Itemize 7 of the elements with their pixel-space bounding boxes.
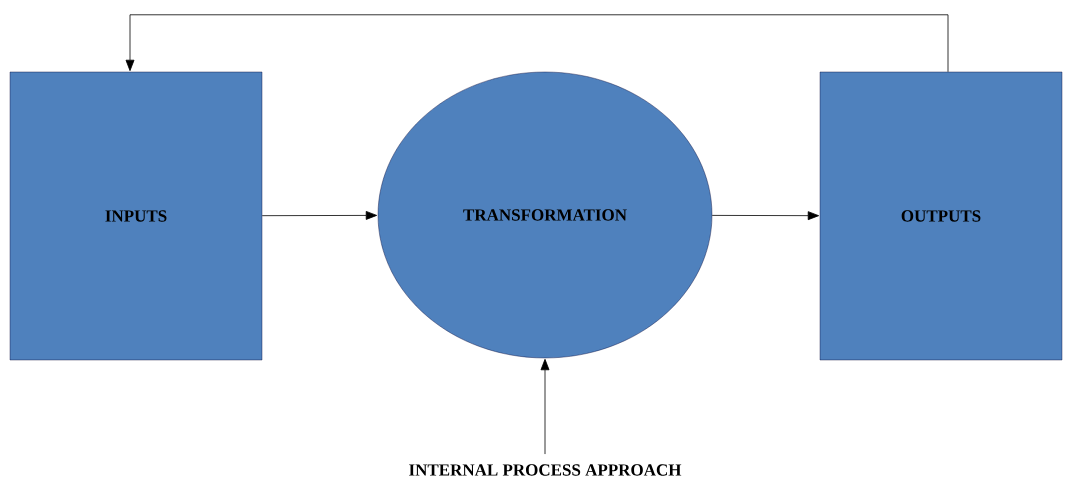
arrow (711, 211, 820, 221)
process-box: INPUTS (9, 71, 263, 361)
caption-text: INTERNAL PROCESS APPROACH (409, 464, 682, 476)
arrow (125, 14, 949, 73)
arrow (261, 211, 378, 220)
arrow (540, 358, 550, 455)
process-box: OUTPUTS (819, 71, 1063, 361)
